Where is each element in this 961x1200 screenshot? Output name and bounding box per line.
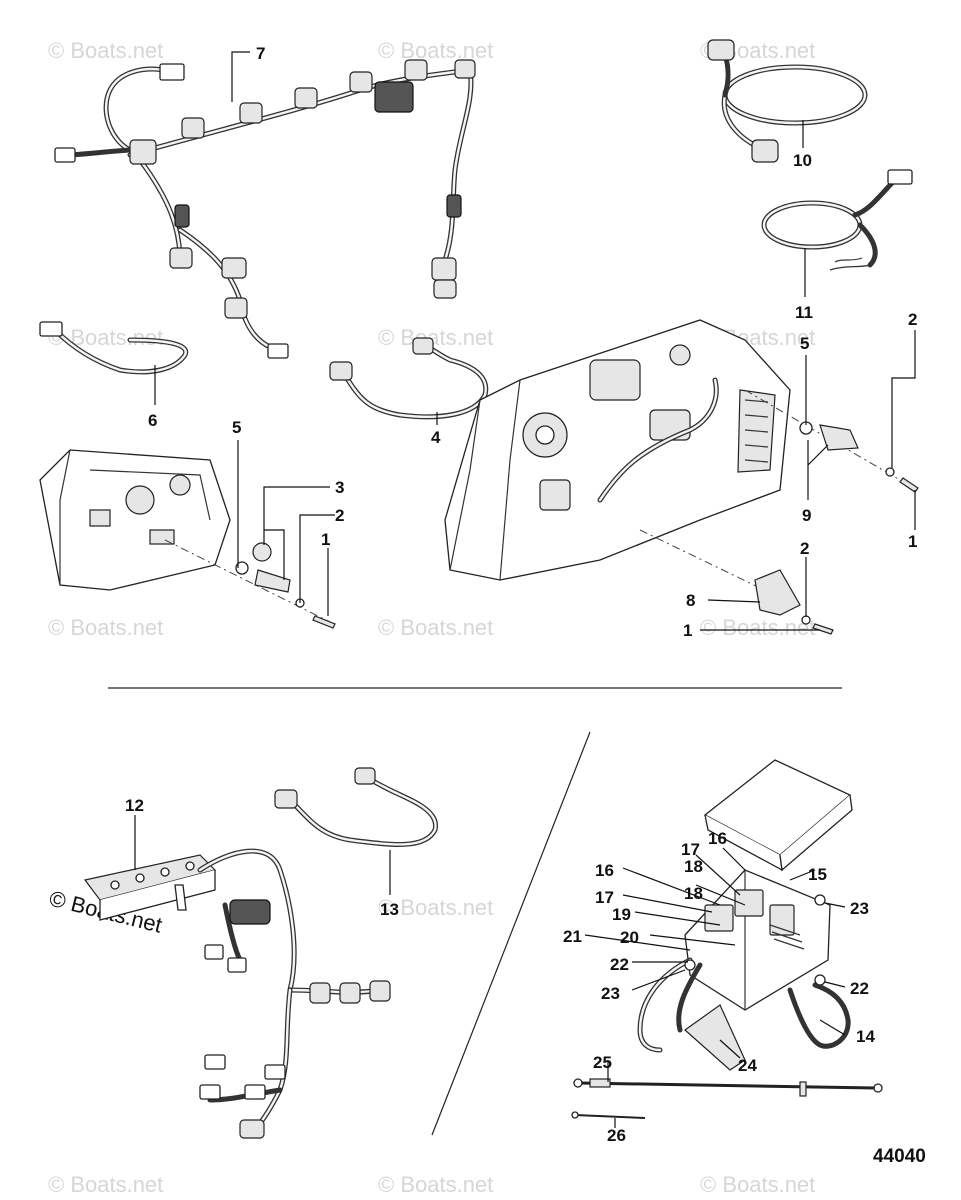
callout-19: 19: [612, 905, 631, 924]
callout-9: 9: [802, 506, 811, 525]
watermark: © Boats.net: [48, 325, 163, 350]
callout-8: 8: [686, 591, 695, 610]
harness-part-13: [274, 767, 438, 847]
callout-24: 24: [738, 1056, 757, 1075]
cable-tie-part-26: [571, 1111, 646, 1119]
harness-part-6: [39, 321, 189, 375]
callout-22-left: 22: [610, 955, 629, 974]
callout-17-right: 17: [681, 840, 700, 859]
callout-2-lower: 2: [800, 539, 809, 558]
callout-5-left: 5: [232, 418, 241, 437]
watermark: © Boats.net: [378, 895, 493, 920]
sensor-part-8: [754, 569, 834, 635]
extension-harness-part-10: [707, 39, 868, 163]
callout-12: 12: [125, 796, 144, 815]
callout-26: 26: [607, 1126, 626, 1145]
sensor-part-9: [799, 421, 919, 493]
watermark: © Boats.net: [378, 1172, 493, 1197]
callout-labels: 7 10 11 6 4 5 3 2 1 5 2 9 1 8 2 1 12 13 …: [125, 44, 917, 1145]
engine-harness-lower: [197, 848, 391, 1139]
callout-4: 4: [431, 428, 441, 447]
watermark: © Boats.net: [700, 615, 815, 640]
engine-block-left: [39, 449, 231, 591]
callout-1-right: 1: [908, 532, 917, 551]
watermark: © Boats.net: [378, 615, 493, 640]
diagram-number: 44040: [873, 1146, 926, 1167]
harness-part-11: [761, 169, 913, 271]
engine-block-right: [444, 319, 791, 581]
callout-16-left: 16: [595, 861, 614, 880]
sensor-part-3: [235, 542, 336, 629]
watermark: © Boats.net: [48, 1172, 163, 1197]
callout-14: 14: [856, 1027, 875, 1046]
callout-6: 6: [148, 411, 157, 430]
watermark: © Boats.net: [48, 38, 163, 63]
callout-5-right: 5: [800, 334, 809, 353]
callout-18-top: 18: [684, 857, 703, 876]
battery-cable-part-25: [573, 1078, 883, 1097]
callout-23-right: 23: [850, 899, 869, 918]
callout-21: 21: [563, 927, 582, 946]
callout-3: 3: [335, 478, 344, 497]
callout-25: 25: [593, 1053, 612, 1072]
leader-lines: [134, 51, 916, 1128]
callout-2-right: 2: [908, 310, 917, 329]
callout-7: 7: [256, 44, 265, 63]
relay-box-assembly: [637, 759, 853, 1071]
callout-23-left: 23: [601, 984, 620, 1003]
callout-22-right: 22: [850, 979, 869, 998]
callout-2-left: 2: [335, 506, 344, 525]
callout-15: 15: [808, 865, 827, 884]
callout-1-left: 1: [321, 530, 330, 549]
callout-17-left: 17: [595, 888, 614, 907]
watermark: © Boats.net: [378, 38, 493, 63]
section-divider-diagonal: [431, 731, 591, 1136]
watermark: © Boats.net: [378, 325, 493, 350]
callout-11: 11: [795, 303, 813, 322]
callout-10: 10: [793, 151, 812, 170]
callout-20: 20: [620, 928, 639, 947]
harness-part-7: [54, 59, 476, 359]
dashed-axis: [164, 539, 331, 623]
callout-1-lower: 1: [683, 621, 692, 640]
bracket-part-12: [83, 854, 217, 921]
watermark: © Boats.net: [48, 615, 163, 640]
callout-18-lower: 18: [684, 884, 703, 903]
dashed-axis: [744, 389, 901, 481]
watermarks: © Boats.net © Boats.net © Boats.net © Bo…: [47, 38, 815, 1197]
callout-16-right: 16: [708, 829, 727, 848]
watermark: © Boats.net: [700, 1172, 815, 1197]
callout-13: 13: [380, 900, 399, 919]
